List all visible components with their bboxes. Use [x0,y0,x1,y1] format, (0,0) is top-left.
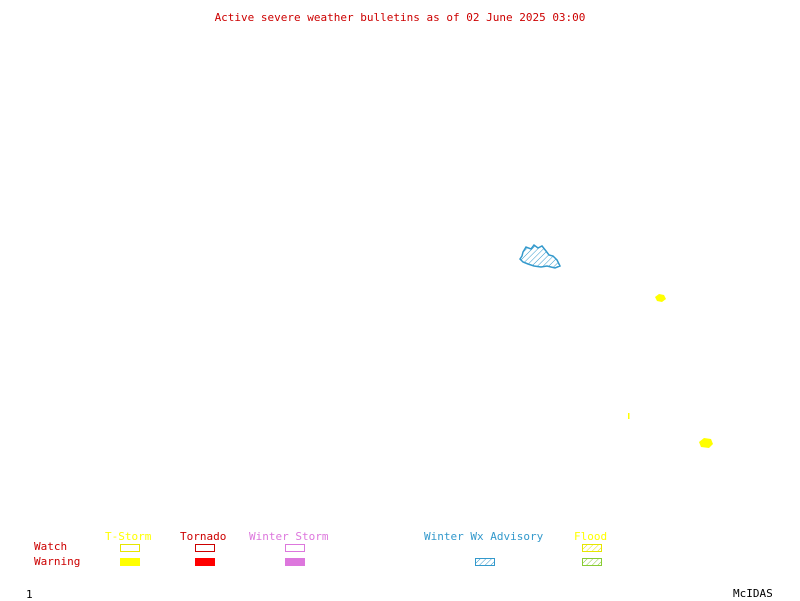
tstorm-warning-area [655,294,666,302]
winter-storm-watch-swatch [285,544,305,552]
legend-watch-label: Watch [34,540,68,553]
tornado-warning-swatch [195,558,215,566]
legend-tstorm-label: T-Storm [105,530,152,543]
winter-wx-advisory-swatch [475,558,495,566]
frame-number: 1 [26,588,33,601]
tstorm-warning-area [699,438,713,448]
tstorm-warning-area [628,413,630,419]
tstorm-warning-swatch [120,558,140,566]
legend-winter-storm-label: Winter Storm [249,530,329,543]
legend-flood-label: Flood [574,530,608,543]
tstorm-watch-swatch [120,544,140,552]
software-label: McIDAS [733,587,773,600]
winter-wx-advisory-area [519,243,562,269]
map-title: Active severe weather bulletins as of 02… [214,11,586,24]
legend-winter-wx-advisory-label: Winter Wx Advisory [424,530,544,543]
tornado-watch-swatch [195,544,215,552]
flood-watch-swatch [582,544,602,552]
flood-warning-swatch [582,558,602,566]
legend-tornado-label: Tornado [180,530,227,543]
legend-warning-label: Warning [34,555,81,568]
winter-storm-warning-swatch [285,558,305,566]
